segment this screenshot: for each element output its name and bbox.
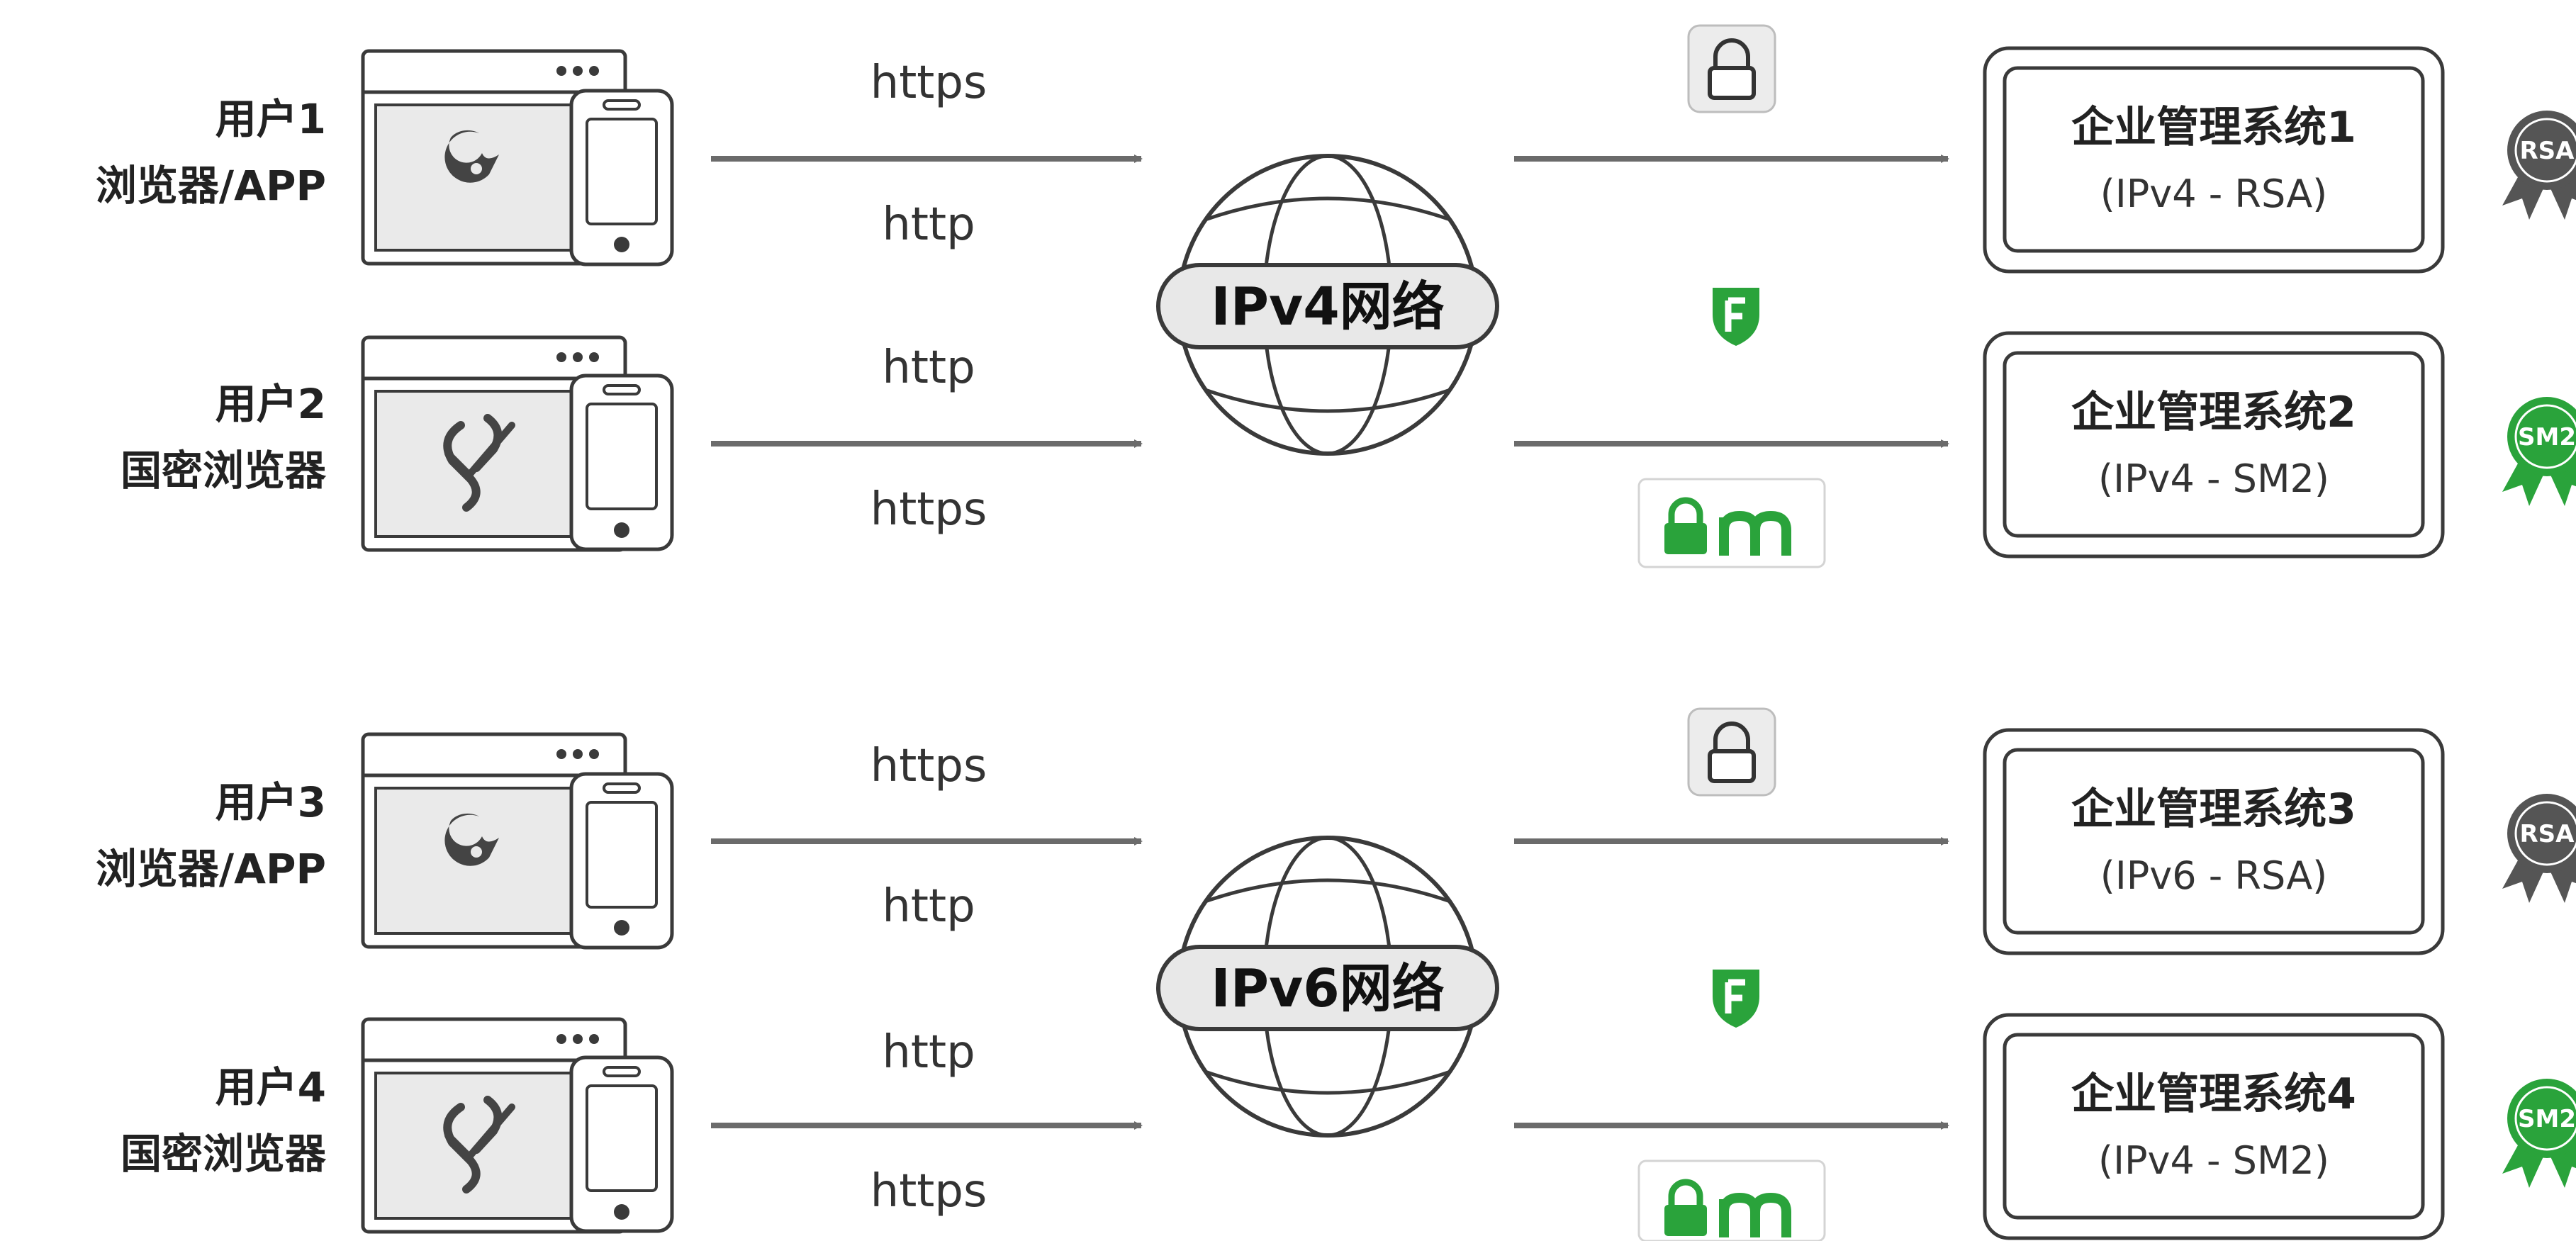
user-name: 用户4 [215, 1063, 326, 1111]
cert-badge-label: RSA [2520, 137, 2575, 165]
green-shield-f-icon [1713, 288, 1759, 346]
green-lock-m-icon [1637, 1159, 1826, 1241]
group-ipv4: 用户1 浏览器/APP https http [96, 24, 2576, 568]
user-client: 浏览器/APP [96, 845, 326, 893]
network-label: IPv6网络 [1211, 958, 1445, 1019]
network-label: IPv4网络 [1211, 276, 1445, 337]
sm2-cert-badge-icon: SM2 [2502, 397, 2576, 506]
user-client: 浏览器/APP [96, 162, 326, 210]
group-ipv6: 用户3 浏览器/APP https http [96, 707, 2576, 1241]
ipv4-network-globe: IPv4网络 [1156, 154, 1499, 456]
system-detail: (IPv4 - SM2) [2098, 456, 2329, 501]
mobile-phone-icon [569, 1055, 674, 1233]
row-user-3: 用户3 浏览器/APP https http [96, 707, 2576, 955]
edge-browser-icon [444, 813, 499, 866]
row-user-4: 用户4 国密浏览器 http https [121, 1013, 2576, 1241]
user-name: 用户3 [215, 778, 326, 826]
system-name: 企业管理系统2 [2071, 388, 2356, 437]
green-lock-m-icon [1637, 478, 1826, 568]
system-box-3: 企业管理系统3 (IPv6 - RSA) [1983, 728, 2445, 955]
system-detail: (IPv4 - SM2) [2098, 1138, 2329, 1183]
system-box-4: 企业管理系统4 (IPv4 - SM2) [1983, 1013, 2445, 1240]
protocol-upper-label: https [870, 740, 987, 792]
green-shield-f-icon [1713, 970, 1759, 1028]
protocol-upper-label: http [882, 342, 975, 394]
mobile-phone-icon [569, 772, 674, 950]
user-client: 国密浏览器 [121, 1130, 327, 1178]
mobile-phone-icon [569, 89, 674, 266]
system-detail: (IPv6 - RSA) [2100, 853, 2328, 898]
padlock-icon [1687, 24, 1776, 113]
protocol-lower-label: http [882, 880, 975, 933]
sm-browser-icon [443, 414, 515, 512]
sm-browser-icon [443, 1096, 515, 1194]
protocol-lower-label: https [870, 483, 987, 536]
cert-badge-label: SM2 [2518, 1105, 2576, 1133]
protocol-upper-label: https [870, 57, 987, 109]
system-name: 企业管理系统4 [2071, 1069, 2356, 1119]
system-box-1: 企业管理系统1 (IPv4 - RSA) [1983, 46, 2445, 274]
user-name: 用户2 [215, 380, 326, 428]
system-box-2: 企业管理系统2 (IPv4 - SM2) [1983, 331, 2445, 558]
user-client: 国密浏览器 [121, 447, 327, 495]
system-detail: (IPv4 - RSA) [2100, 172, 2328, 216]
cert-badge-label: SM2 [2518, 423, 2576, 451]
protocol-lower-label: https [870, 1165, 987, 1218]
rsa-cert-badge-icon: RSA [2502, 794, 2576, 903]
cert-badge-label: RSA [2520, 820, 2575, 848]
edge-browser-icon [444, 130, 499, 183]
user-name: 用户1 [215, 95, 326, 143]
system-name: 企业管理系统1 [2071, 103, 2356, 152]
padlock-icon [1687, 707, 1776, 797]
sm2-cert-badge-icon: SM2 [2502, 1079, 2576, 1188]
protocol-upper-label: http [882, 1026, 975, 1079]
rsa-cert-badge-icon: RSA [2502, 111, 2576, 220]
system-name: 企业管理系统3 [2071, 785, 2356, 834]
ipv6-network-globe: IPv6网络 [1156, 836, 1499, 1138]
row-user-1: 用户1 浏览器/APP https http [96, 24, 2576, 274]
protocol-lower-label: http [882, 198, 975, 251]
mobile-phone-icon [569, 374, 674, 551]
row-user-2: 用户2 国密浏览器 http https [121, 331, 2576, 568]
